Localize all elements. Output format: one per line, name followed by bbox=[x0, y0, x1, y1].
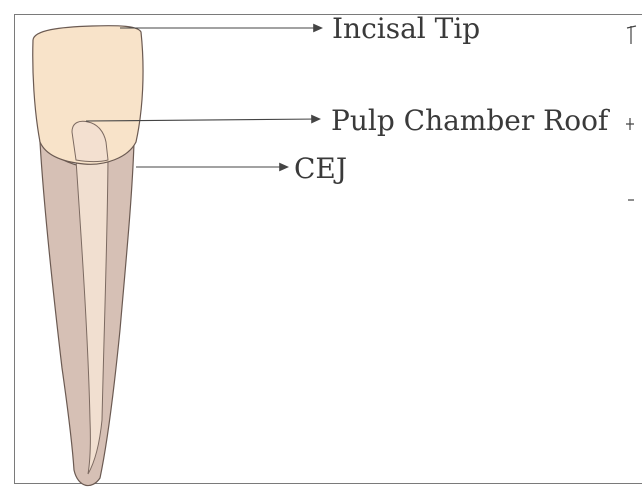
pulp-chamber-roof-label: Pulp Chamber Roof bbox=[331, 104, 611, 137]
incisal-tip-label: Incisal Tip bbox=[332, 12, 480, 45]
cej-label: CEJ bbox=[294, 152, 347, 185]
cropped-bracket-fragment bbox=[626, 26, 636, 200]
